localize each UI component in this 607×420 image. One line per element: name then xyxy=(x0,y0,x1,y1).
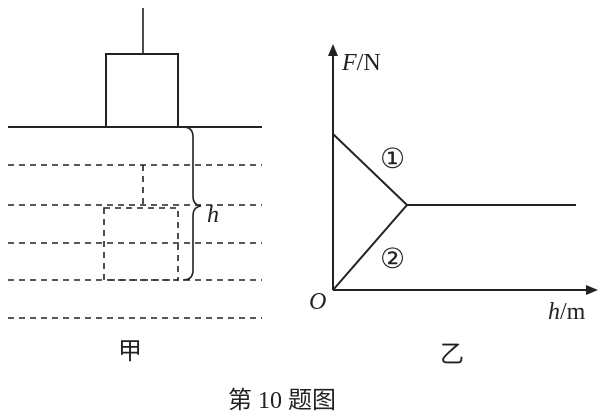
depth-brace xyxy=(182,126,202,281)
figure-a: h 甲 xyxy=(8,8,262,365)
x-axis-variable: h xyxy=(548,299,560,325)
curve-1-label: ① xyxy=(380,144,405,175)
figure-b: F/N h/m O ① ② 乙 xyxy=(309,44,598,368)
y-axis-label: F/N xyxy=(341,50,381,76)
figure-caption: 第 10 题图 xyxy=(228,387,336,414)
y-axis-unit: /N xyxy=(357,50,381,76)
x-axis-label: h/m xyxy=(548,299,586,325)
y-axis-variable: F xyxy=(341,50,357,76)
depth-label: h xyxy=(207,202,219,228)
block xyxy=(105,53,179,128)
curve-1 xyxy=(332,133,576,206)
x-axis-unit: /m xyxy=(560,299,586,325)
x-axis-arrow-icon xyxy=(586,285,598,295)
y-axis-arrow-icon xyxy=(328,44,338,56)
submerged-block xyxy=(103,207,179,281)
figure-b-caption: 乙 xyxy=(440,342,464,368)
curve-2 xyxy=(332,204,408,291)
figure-a-caption: 甲 xyxy=(118,339,142,365)
curve-2-label: ② xyxy=(380,244,405,275)
origin-label: O xyxy=(309,289,326,315)
